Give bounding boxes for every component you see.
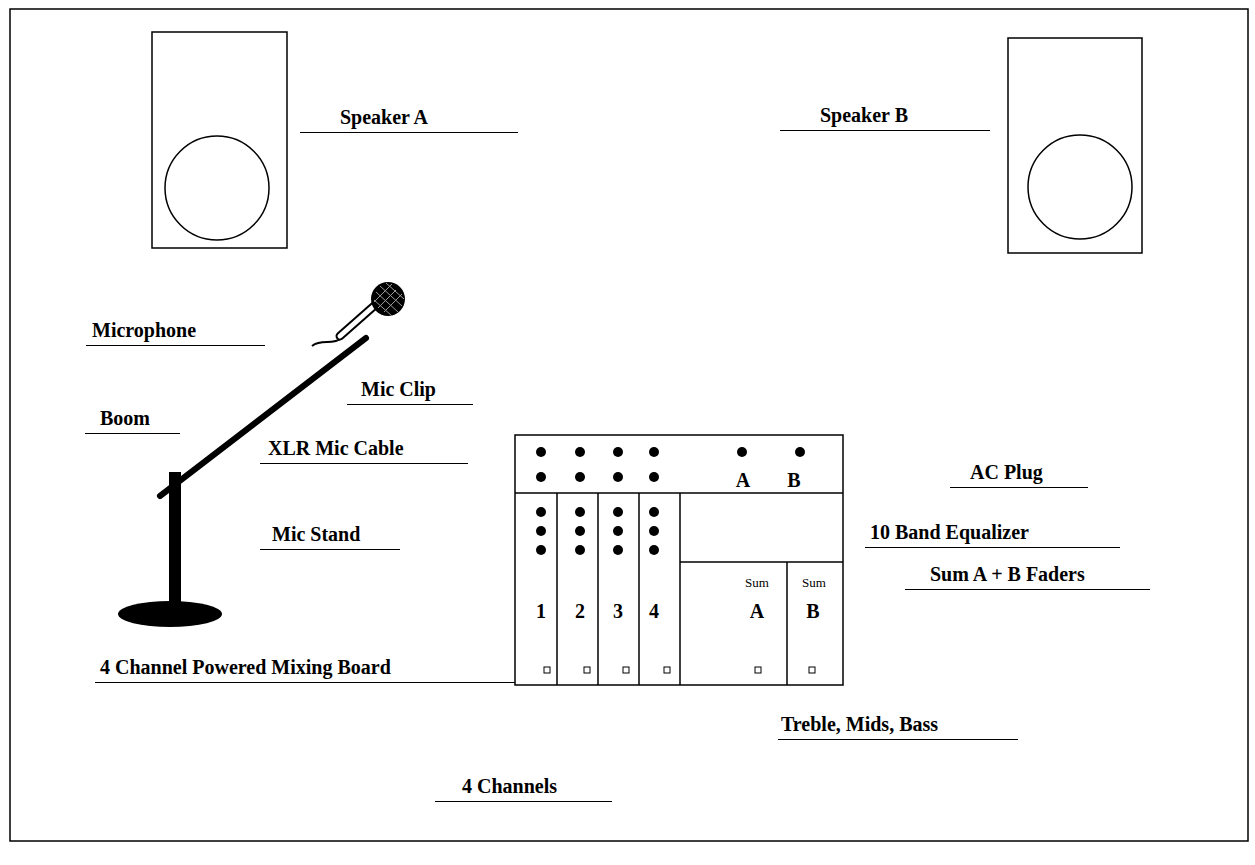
knob — [737, 447, 747, 457]
part-name: Treble, Mids, Bass — [781, 713, 938, 735]
part-label: Treble, Mids, Bass — [778, 714, 1018, 740]
part-name: Boom — [100, 407, 150, 429]
mixing-board — [515, 435, 843, 685]
knob — [536, 472, 546, 482]
part-name: Mic Clip — [361, 378, 436, 400]
part-name: AC Plug — [970, 461, 1043, 483]
knob — [649, 545, 659, 555]
part-name: 4 Channel Powered Mixing Board — [100, 656, 391, 678]
knob — [649, 507, 659, 517]
board-marking: 3 — [613, 601, 623, 622]
part-name: 10 Band Equalizer — [870, 521, 1029, 543]
channel-marking: 2 — [575, 600, 585, 622]
part-name: 4 Channels — [462, 775, 557, 797]
board-marking: 2 — [575, 601, 585, 622]
part-label: Boom — [85, 408, 180, 434]
board-marking: A — [736, 470, 750, 491]
fader-cap — [755, 667, 761, 673]
knob — [536, 447, 546, 457]
part-label: Speaker A — [300, 107, 518, 133]
channel-marking: A — [736, 469, 750, 491]
page-border — [10, 9, 1248, 841]
mic-stand — [118, 338, 366, 627]
knob — [613, 526, 623, 536]
microphone — [312, 282, 405, 346]
knob — [613, 447, 623, 457]
part-label: Sum A + B Faders — [905, 564, 1150, 590]
knob — [536, 507, 546, 517]
fader-cap — [623, 667, 629, 673]
channel-marking: Sum — [745, 575, 769, 590]
channel-marking: A — [750, 600, 764, 622]
board-marking: Sum — [802, 573, 826, 591]
channel-marking: Sum — [802, 575, 826, 590]
board-marking: B — [806, 601, 819, 622]
part-label: 10 Band Equalizer — [865, 522, 1120, 548]
part-label: XLR Mic Cable — [260, 438, 468, 464]
channel-marking: B — [806, 600, 819, 622]
knob — [575, 507, 585, 517]
board-marking: Sum — [745, 573, 769, 591]
knob — [649, 526, 659, 536]
channel-marking: 3 — [613, 600, 623, 622]
part-label: Mic Stand — [260, 524, 400, 550]
part-name: Mic Stand — [272, 523, 360, 545]
channel-marking: B — [787, 469, 800, 491]
fader-cap — [544, 667, 550, 673]
knob — [575, 447, 585, 457]
part-label: AC Plug — [950, 462, 1088, 488]
fader-caps — [544, 667, 815, 673]
knob — [649, 472, 659, 482]
speaker-a — [152, 32, 287, 248]
board-marking: 1 — [536, 601, 546, 622]
knob — [575, 545, 585, 555]
knob — [649, 447, 659, 457]
part-name: XLR Mic Cable — [268, 437, 404, 459]
mixer-knobs — [536, 447, 805, 555]
knob — [613, 472, 623, 482]
channel-marking: 4 — [649, 600, 659, 622]
part-name: Microphone — [92, 319, 196, 341]
part-label: Mic Clip — [347, 379, 473, 405]
fader-cap — [584, 667, 590, 673]
knob — [575, 472, 585, 482]
board-marking: B — [787, 470, 800, 491]
knob — [536, 526, 546, 536]
board-marking: 4 — [649, 601, 659, 622]
fader-cap — [664, 667, 670, 673]
part-name: Speaker A — [340, 106, 428, 128]
part-name: Sum A + B Faders — [930, 563, 1085, 585]
part-label: 4 Channels — [435, 776, 612, 802]
board-marking: A — [750, 601, 764, 622]
part-label: Speaker B — [780, 105, 990, 131]
speaker-b — [1008, 38, 1142, 253]
knob — [536, 545, 546, 555]
knob — [613, 545, 623, 555]
part-name: Speaker B — [820, 104, 908, 126]
knob — [575, 526, 585, 536]
part-label: 4 Channel Powered Mixing Board — [95, 657, 515, 683]
knob — [795, 447, 805, 457]
part-label: Microphone — [86, 320, 265, 346]
channel-marking: 1 — [536, 600, 546, 622]
knob — [613, 507, 623, 517]
fader-cap — [809, 667, 815, 673]
